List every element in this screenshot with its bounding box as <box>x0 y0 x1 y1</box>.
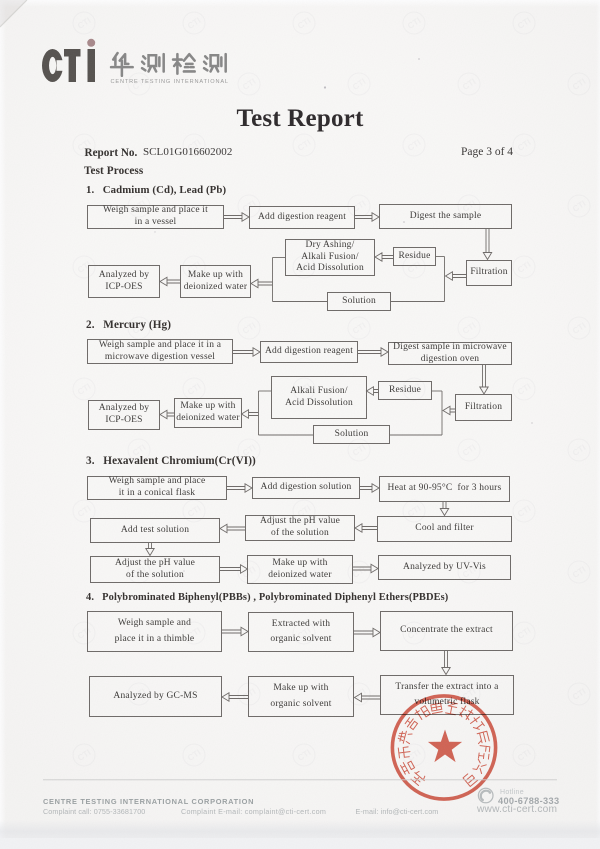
svg-text:CTI: CTI <box>516 137 533 153</box>
svg-text:CTI: CTI <box>571 198 588 214</box>
svg-text:CTI: CTI <box>296 747 313 763</box>
svg-text:CTI: CTI <box>186 747 203 763</box>
svg-text:CTI: CTI <box>406 747 423 763</box>
svg-text:CTI: CTI <box>186 15 203 31</box>
svg-text:CTI: CTI <box>461 76 478 92</box>
svg-text:CTI: CTI <box>571 442 588 458</box>
svg-text:CTI: CTI <box>406 137 423 153</box>
svg-text:CTI: CTI <box>186 503 203 519</box>
svg-text:CTI: CTI <box>351 564 368 580</box>
svg-text:CTI: CTI <box>516 381 533 397</box>
svg-text:CENTRE TESTING INTERNATIONAL: CENTRE TESTING INTERNATIONAL <box>111 79 229 85</box>
svg-text:CTI: CTI <box>351 442 368 458</box>
svg-text:CTI: CTI <box>186 381 203 397</box>
svg-text:CTI: CTI <box>516 259 533 275</box>
svg-text:CTI: CTI <box>76 381 93 397</box>
svg-text:CTI: CTI <box>516 625 533 641</box>
svg-text:CTI: CTI <box>461 442 478 458</box>
svg-text:CTI: CTI <box>76 503 93 519</box>
svg-text:CTI: CTI <box>461 320 478 336</box>
svg-text:CTI: CTI <box>516 747 533 763</box>
svg-text:CTI: CTI <box>76 15 93 31</box>
svg-text:CTI: CTI <box>571 76 588 92</box>
svg-text:CTI: CTI <box>516 503 533 519</box>
svg-text:CTI: CTI <box>241 320 258 336</box>
svg-text:CTI: CTI <box>351 320 368 336</box>
svg-text:CTI: CTI <box>241 76 258 92</box>
svg-text:CTI: CTI <box>296 15 313 31</box>
svg-text:CTI: CTI <box>406 15 423 31</box>
svg-text:CTI: CTI <box>131 76 148 92</box>
svg-text:CTI: CTI <box>351 76 368 92</box>
svg-text:CTI: CTI <box>571 686 588 702</box>
svg-text:CTI: CTI <box>571 320 588 336</box>
svg-text:CTI: CTI <box>296 137 313 153</box>
svg-text:CTI: CTI <box>76 747 93 763</box>
svg-text:CTI: CTI <box>571 564 588 580</box>
svg-text:CTI: CTI <box>516 15 533 31</box>
